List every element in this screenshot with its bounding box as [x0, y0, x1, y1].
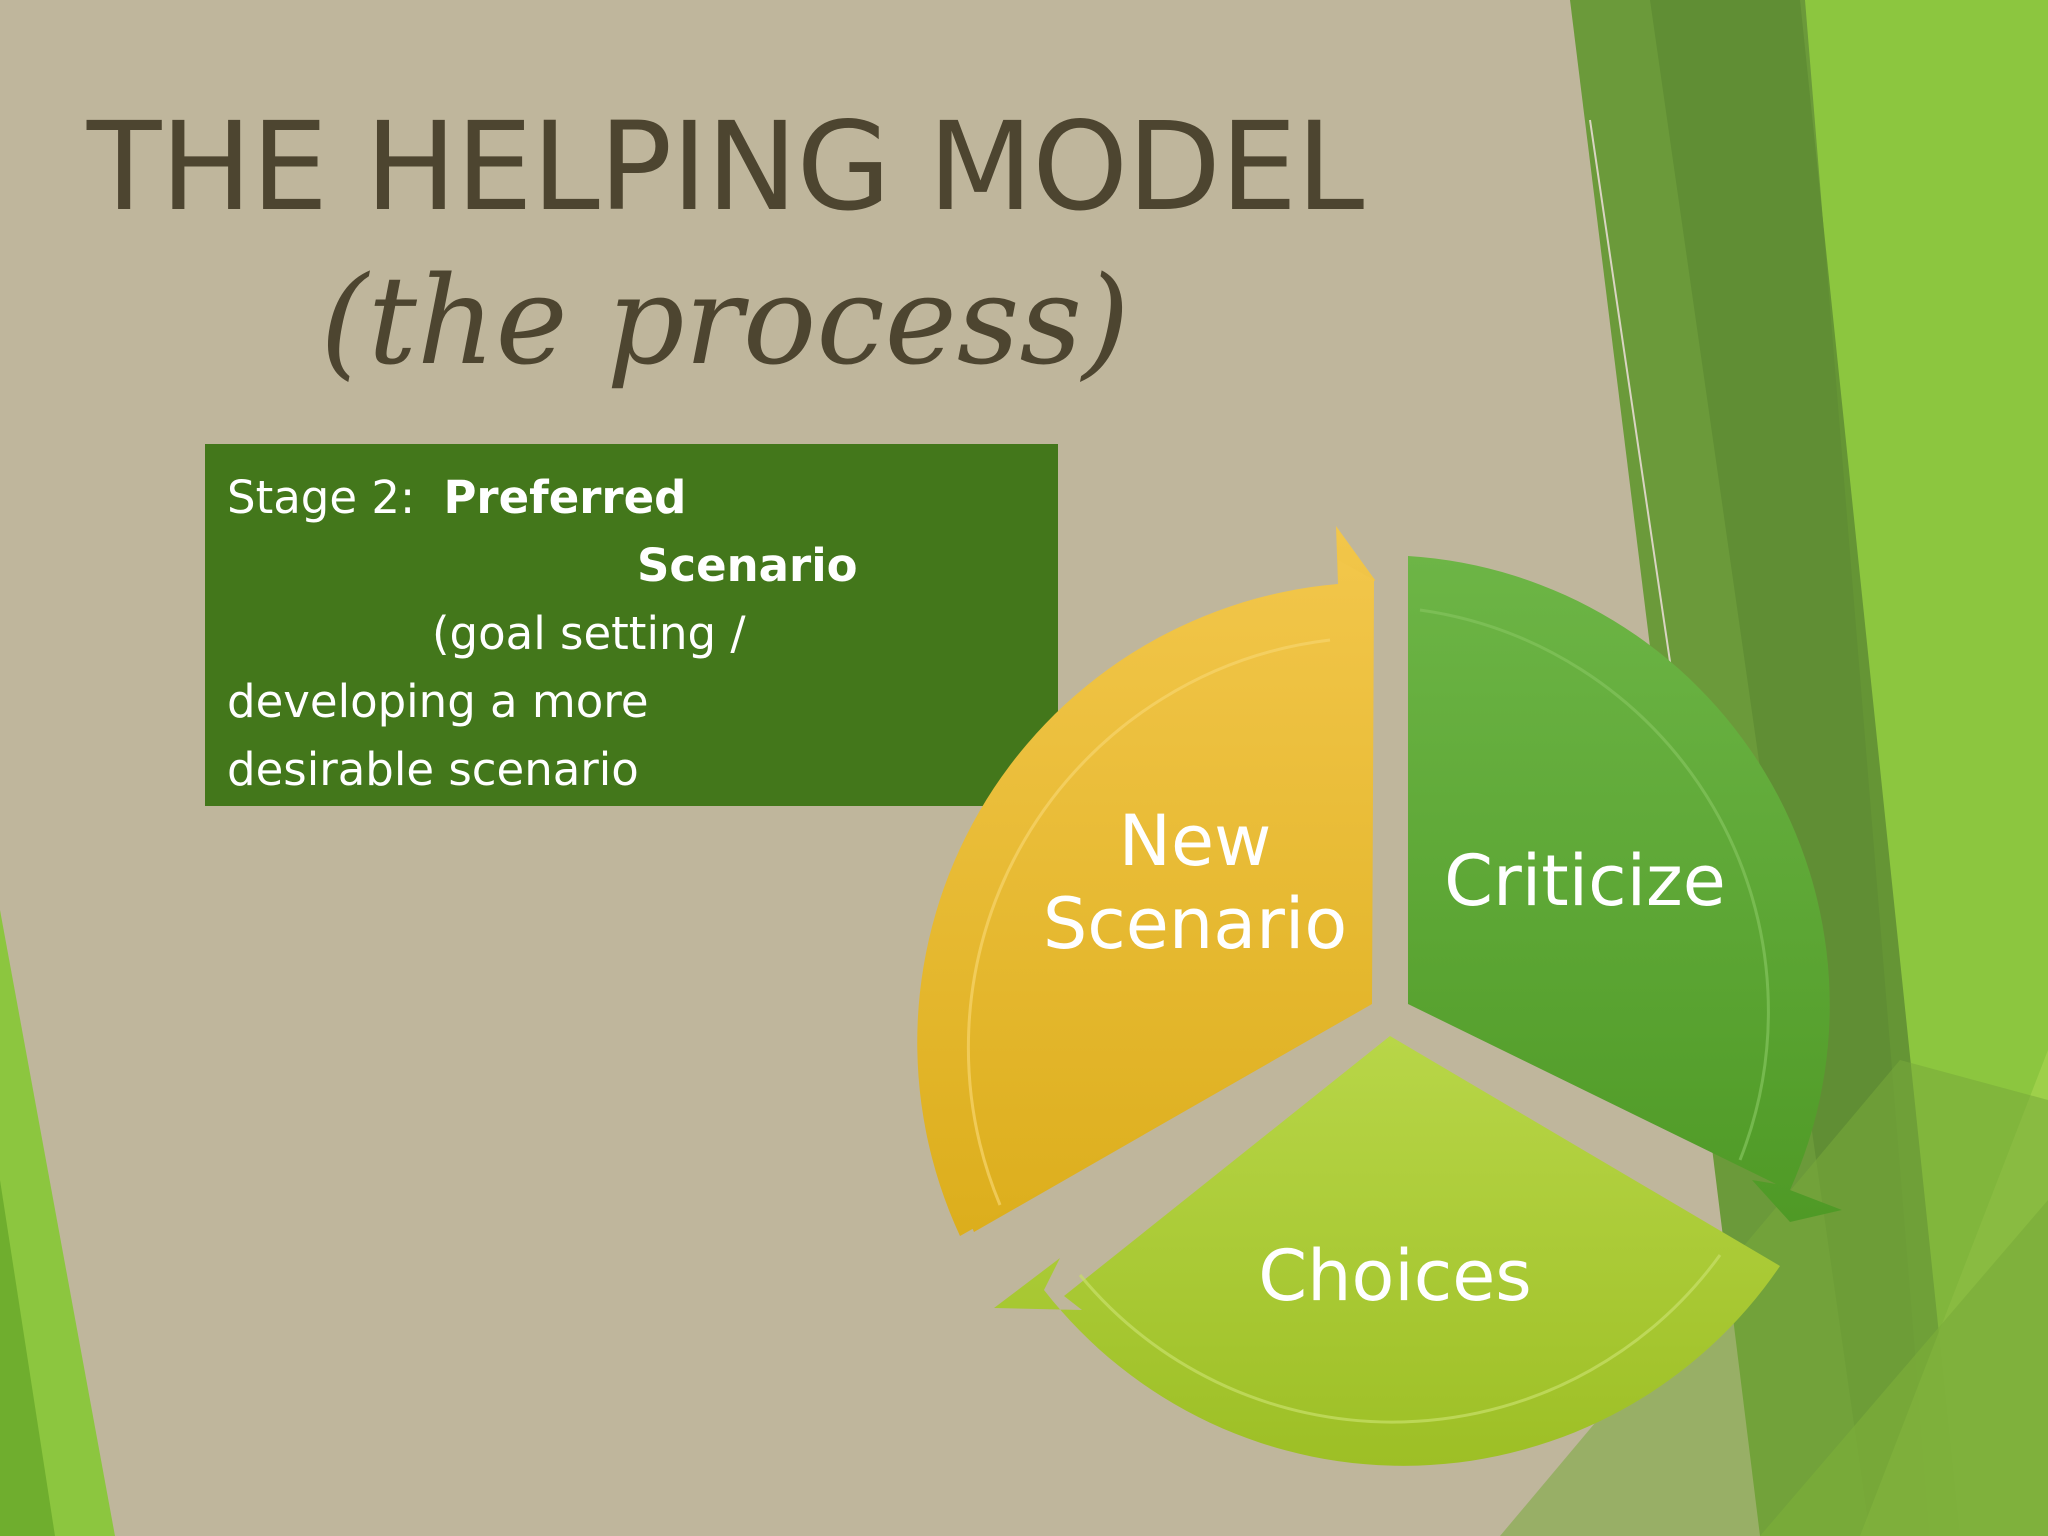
- stage-row-1: Stage 2: Preferred: [227, 464, 1036, 532]
- bg-band-left-dark: [0, 1180, 55, 1536]
- stage-desc-line-1: (goal setting /: [432, 607, 746, 660]
- cycle-segment-choices: [994, 1036, 1780, 1466]
- label-new-scenario-line2: Scenario: [1043, 883, 1347, 965]
- stage-description-box: Stage 2: Preferred Scenario (goal settin…: [205, 444, 1058, 806]
- cycle-segment-new-scenario-body: [917, 560, 1374, 1236]
- title-subtitle: (the process): [320, 250, 1130, 392]
- cycle-inner-arc-green: [1419, 608, 1770, 1161]
- label-new-scenario-line1: New: [1119, 800, 1272, 882]
- label-criticize: Criticize: [1444, 840, 1726, 922]
- cycle-inner-arc-lime: [1078, 1254, 1722, 1424]
- cycle-segment-criticize: [1408, 556, 1842, 1222]
- title-main: THE HELPING MODEL: [86, 96, 1364, 238]
- stage-desc-line-2: developing a more: [227, 675, 649, 728]
- label-choices: Choices: [1258, 1235, 1532, 1317]
- stage-label: Stage 2:: [227, 471, 416, 524]
- stage-title-1: Preferred: [443, 471, 687, 524]
- cycle-inner-arc-yellow: [966, 638, 1331, 1206]
- bg-band-lower-center: [1500, 1060, 2048, 1536]
- slide-title: THE HELPING MODEL (the process): [0, 92, 1450, 396]
- stage-desc-line-3: desirable scenario: [227, 743, 639, 796]
- stage-title-2: Scenario: [637, 539, 858, 592]
